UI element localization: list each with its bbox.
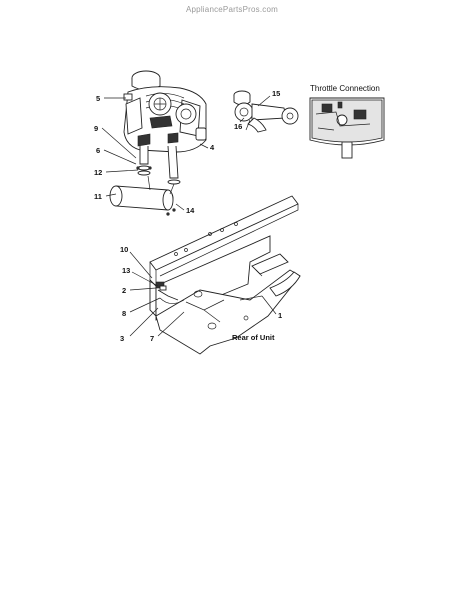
callout-6: 6 bbox=[96, 146, 100, 155]
callout-15: 15 bbox=[272, 89, 280, 98]
callout-3: 3 bbox=[120, 334, 124, 343]
callout-8: 8 bbox=[122, 309, 126, 318]
callout-12: 12 bbox=[94, 168, 102, 177]
callout-9: 9 bbox=[94, 124, 98, 133]
callout-5: 5 bbox=[96, 94, 100, 103]
engine-assembly bbox=[109, 70, 207, 216]
callout-14: 14 bbox=[186, 206, 195, 215]
callout-16: 16 bbox=[234, 122, 242, 131]
callouts: 5 4 9 6 12 11 14 15 16 10 13 2 8 3 7 1 R… bbox=[94, 89, 282, 343]
throttle-connection-inset: Throttle Connection bbox=[309, 84, 385, 159]
callout-11: 11 bbox=[94, 192, 102, 201]
fuel-pump-assembly bbox=[233, 90, 299, 133]
callout-1: 1 bbox=[278, 311, 282, 320]
leader-lines bbox=[101, 95, 277, 337]
frame-assembly bbox=[149, 195, 301, 355]
callout-4: 4 bbox=[210, 143, 215, 152]
callout-7: 7 bbox=[150, 334, 154, 343]
callout-13: 13 bbox=[122, 266, 130, 275]
callout-10: 10 bbox=[120, 245, 128, 254]
watermark: AppliancePartsPros.com bbox=[186, 5, 278, 14]
rear-of-unit-label: Rear of Unit bbox=[232, 333, 275, 342]
inset-title: Throttle Connection bbox=[310, 84, 380, 93]
callout-2: 2 bbox=[122, 286, 126, 295]
